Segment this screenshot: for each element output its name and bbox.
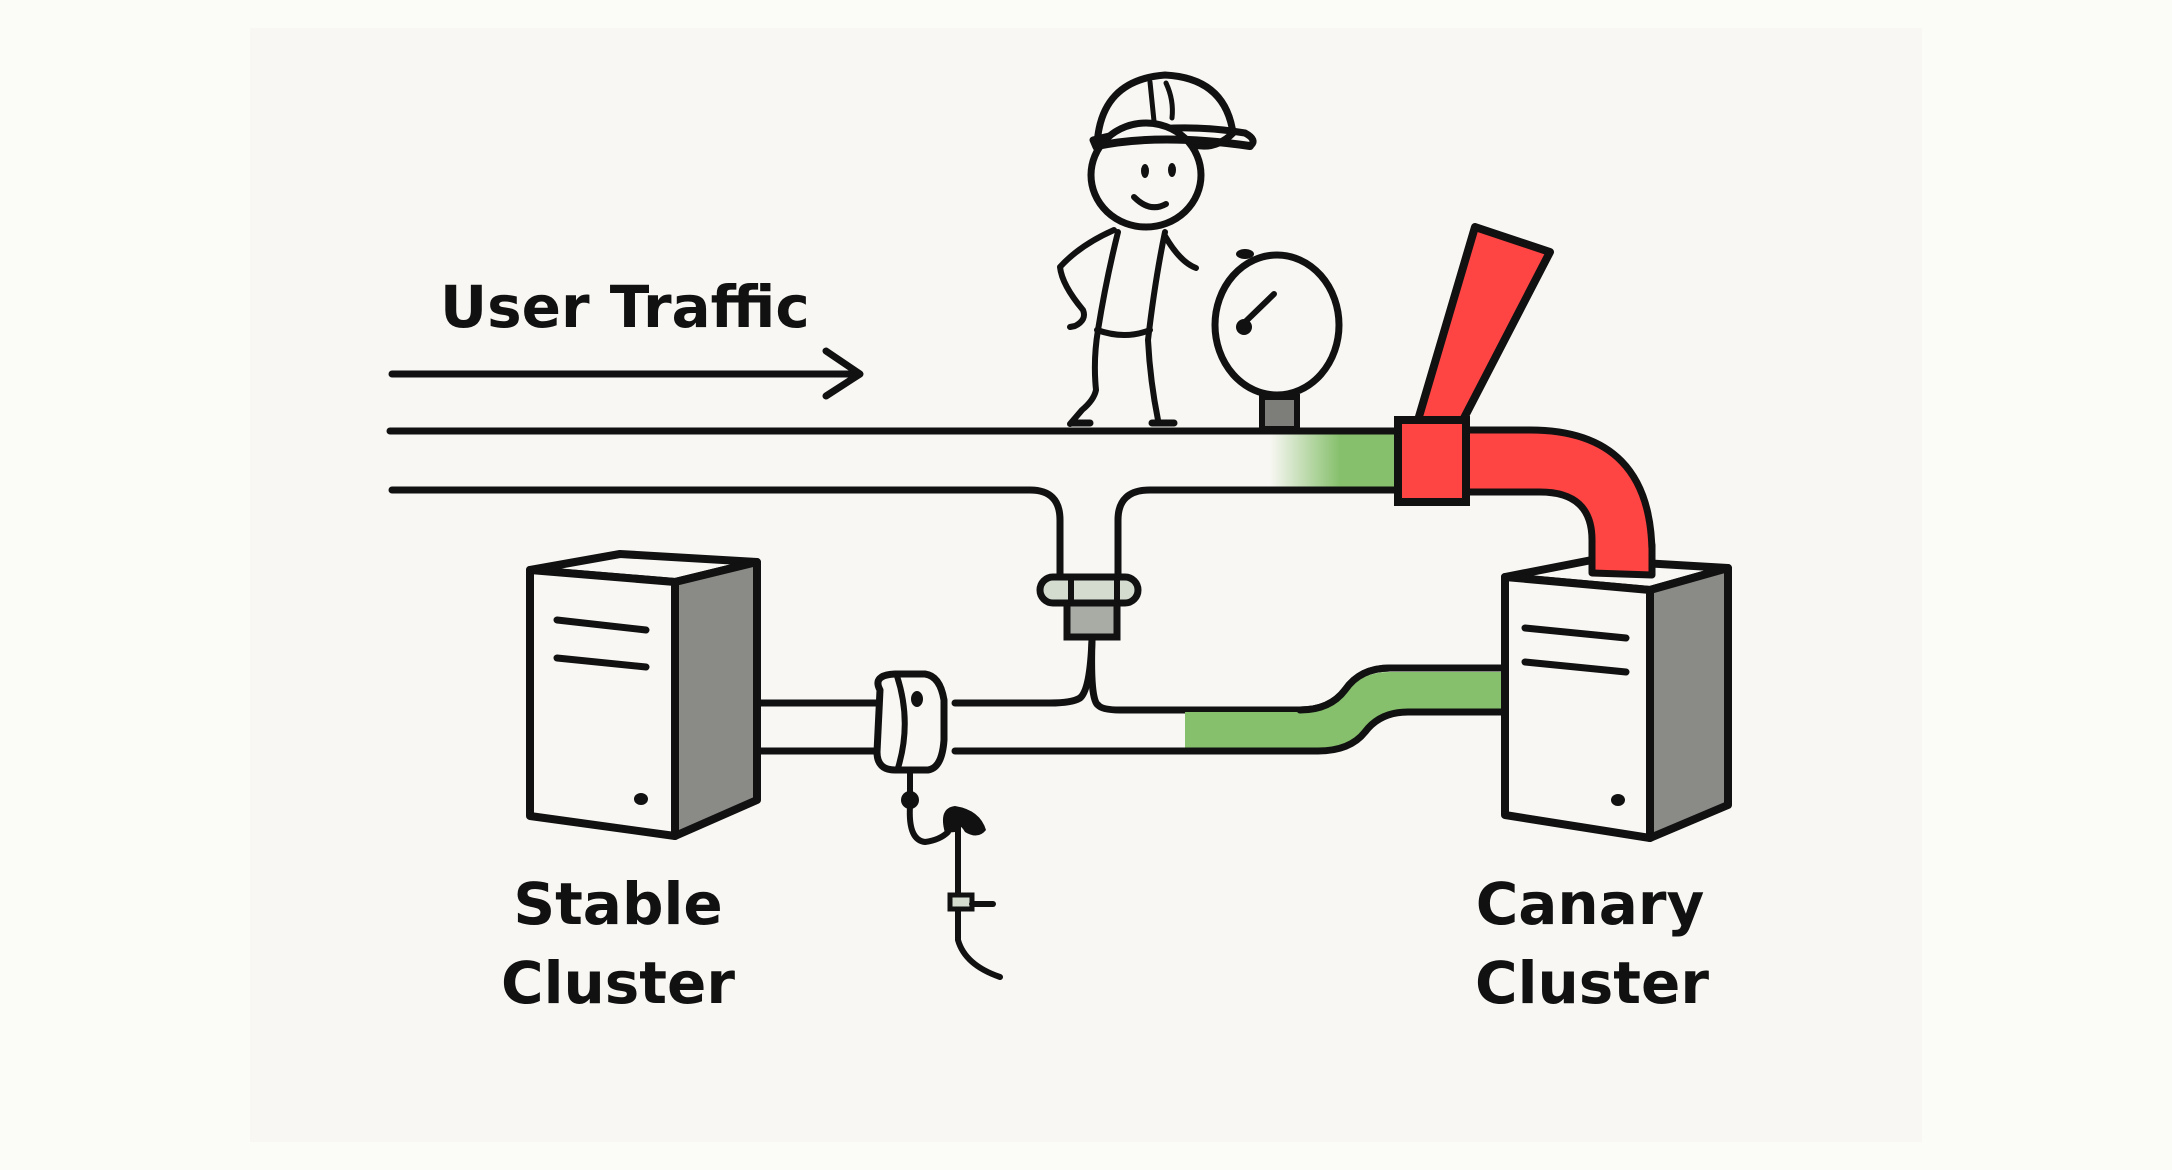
stable-server-icon — [526, 550, 761, 840]
canary-cluster-label-line1: Canary — [1476, 870, 1705, 938]
top-pipe-green-fill — [1340, 432, 1400, 490]
pressure-gauge-icon — [1211, 249, 1343, 432]
canary-lower-pipe — [951, 664, 1507, 755]
traffic-arrow-icon — [388, 347, 864, 400]
stable-cluster-label-line1: Stable — [513, 870, 722, 938]
pipe-clamp-icon — [873, 670, 948, 774]
main-pipe — [386, 427, 1404, 589]
red-alert-flag-icon — [1414, 223, 1554, 424]
stable-cluster-label-line2: Cluster — [501, 949, 735, 1017]
canary-server-icon — [1501, 541, 1732, 842]
red-pipe-collar — [1394, 416, 1470, 506]
engineer-figure — [1057, 71, 1257, 427]
stable-pipe — [753, 699, 884, 755]
canary-cluster-label-line2: Cluster — [1475, 949, 1709, 1017]
user-traffic-label: User Traffic — [440, 273, 810, 341]
monitoring-probe-icon — [901, 767, 1003, 980]
top-pipe-green-fade — [1270, 432, 1340, 490]
